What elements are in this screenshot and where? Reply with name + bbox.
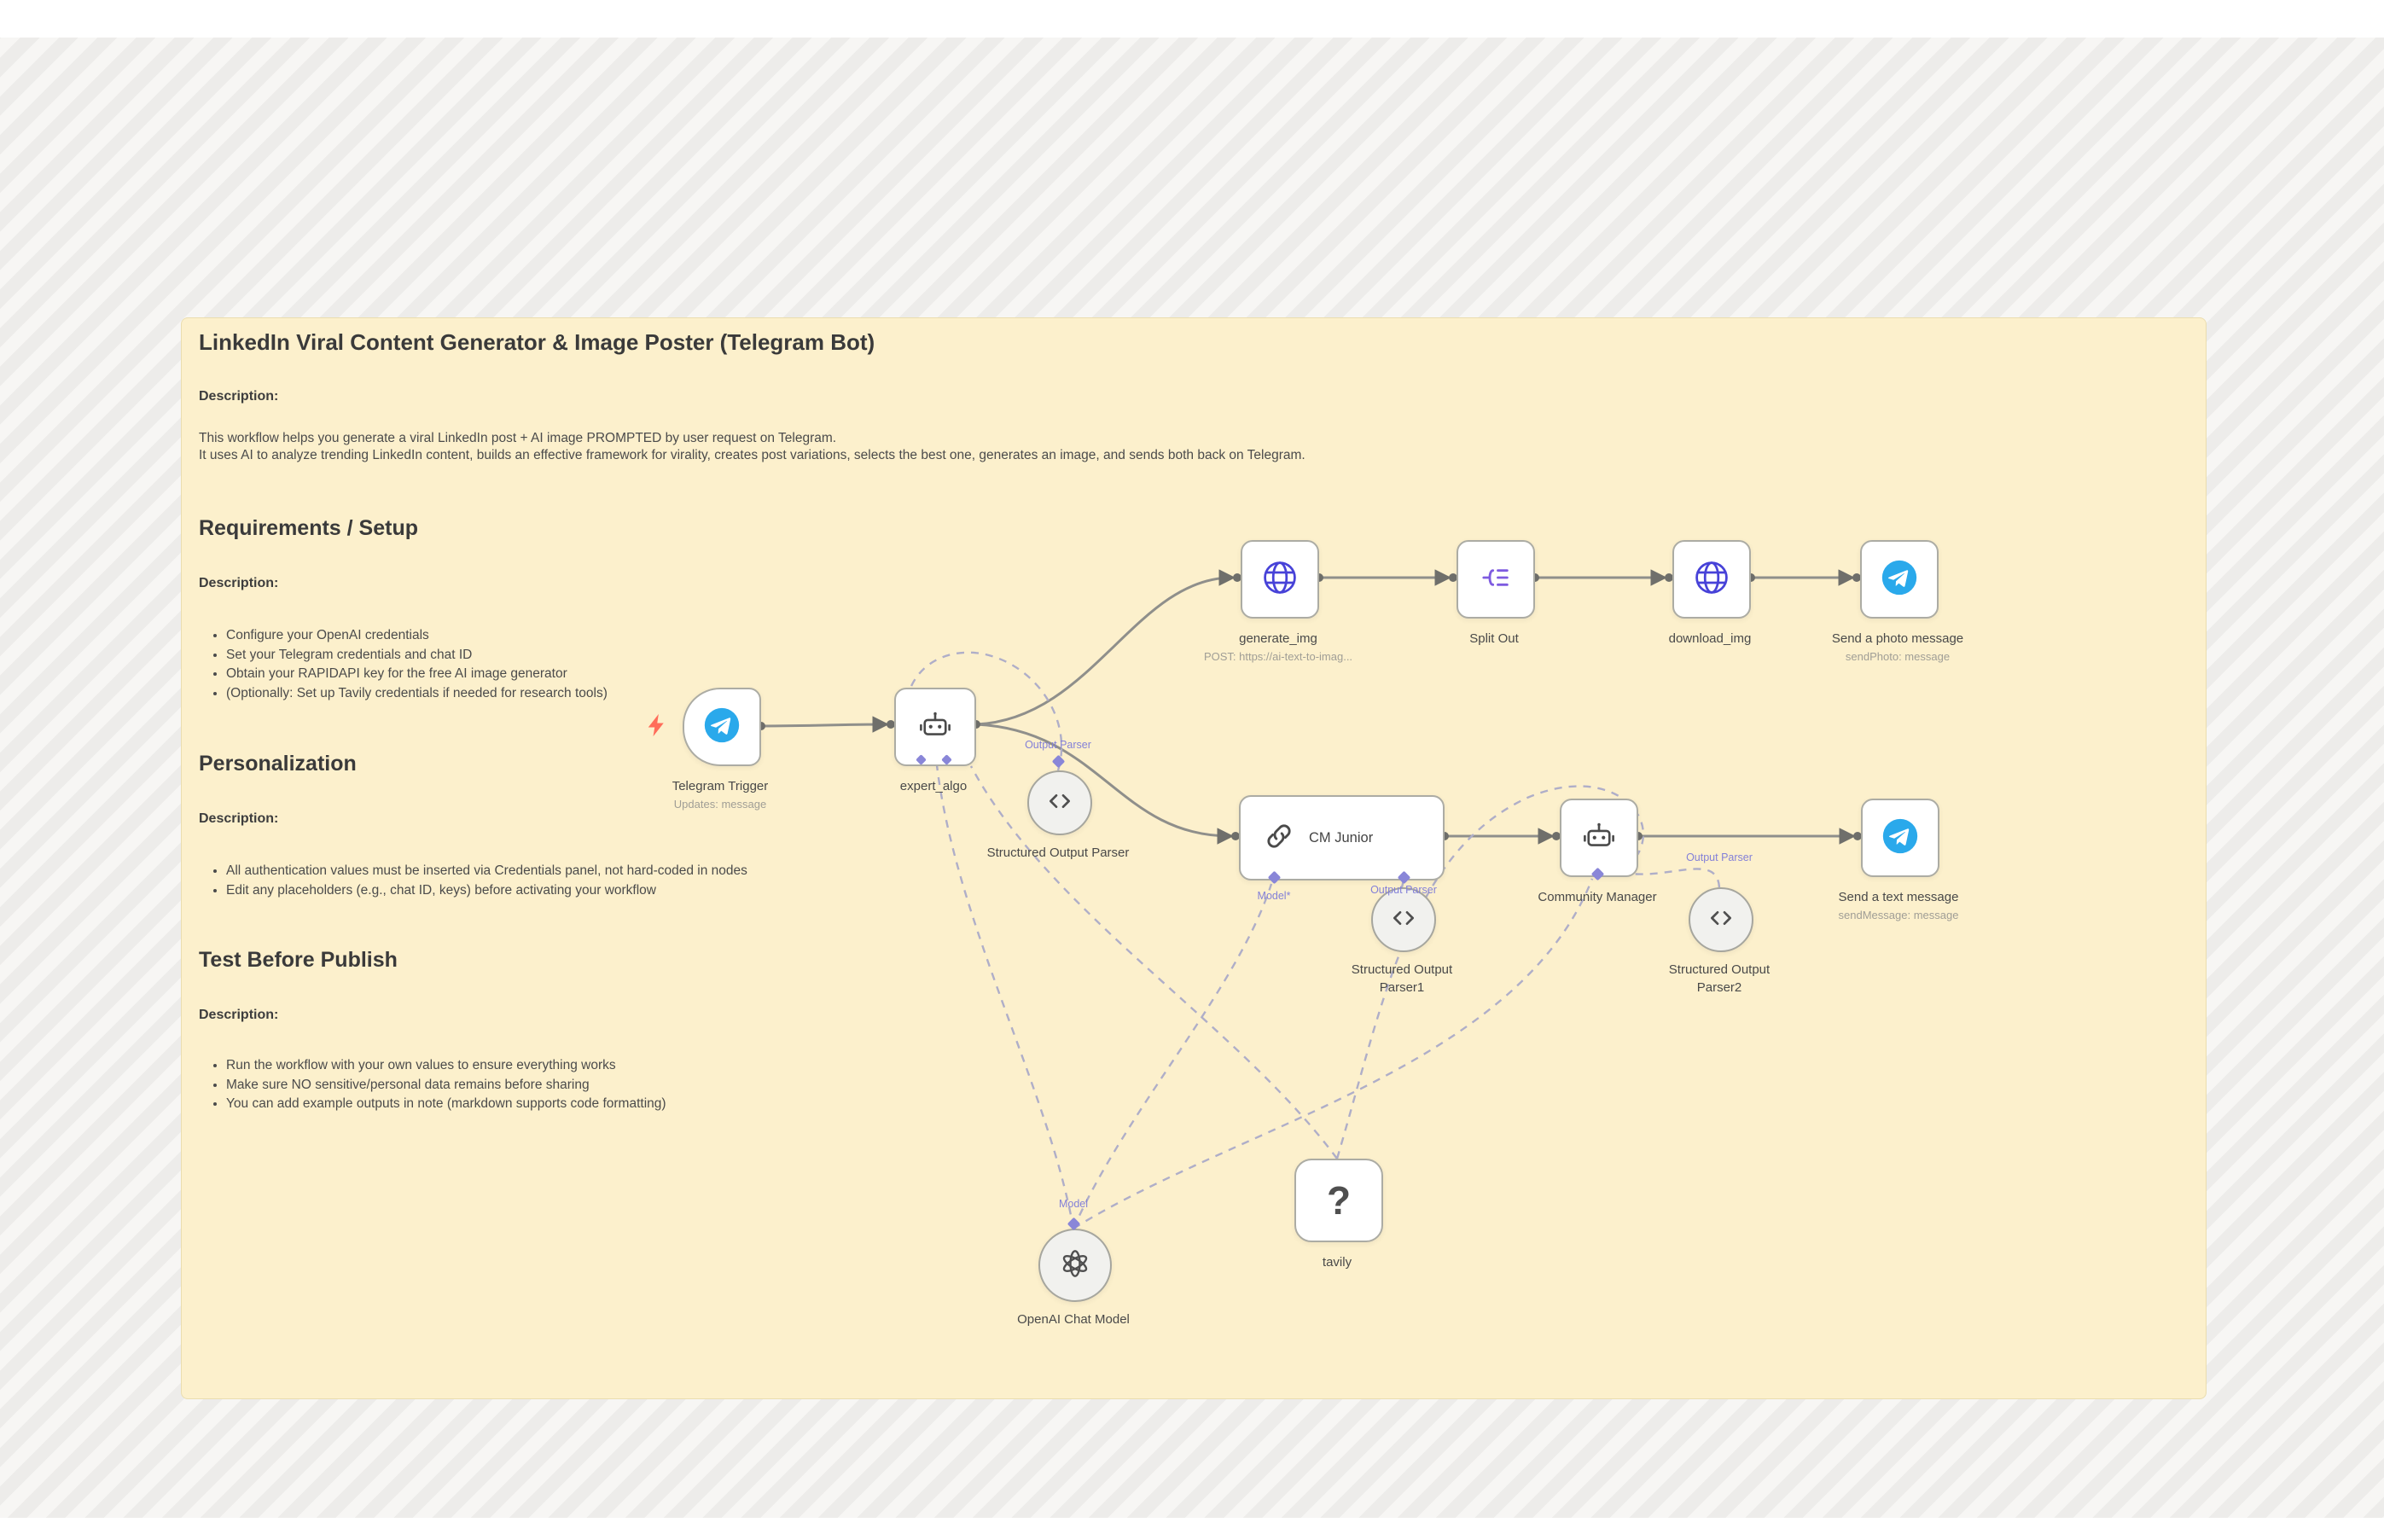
node-expert-algo[interactable]: expert_algo	[894, 688, 976, 795]
node-label: Send a photo message	[1831, 631, 1964, 646]
bottom-margin	[0, 1518, 2384, 1540]
section-heading-test: Test Before Publish	[199, 948, 398, 972]
personalization-list: All authentication values must be insert…	[199, 862, 2172, 900]
node-label: generate_img	[1239, 631, 1317, 646]
globe-icon	[1693, 559, 1730, 601]
node-send-photo-message[interactable]: Send a photo message sendPhoto: message	[1832, 540, 1963, 663]
openai-icon	[1056, 1245, 1094, 1287]
node-label: Structured Output Parser	[986, 846, 1130, 860]
globe-icon	[1261, 559, 1299, 601]
requirements-list: Configure your OpenAI credentials Set yo…	[199, 626, 2172, 703]
list-item: You can add example outputs in note (mar…	[226, 1095, 2172, 1114]
connector-label-model-required: Model*	[1257, 890, 1291, 902]
connector-label-output-parser: Output Parser	[1686, 851, 1753, 863]
list-item: Run the workflow with your own values to…	[226, 1056, 2172, 1076]
code-brackets-icon	[1046, 787, 1073, 819]
lightning-bolt-icon	[644, 712, 670, 738]
connection-tavily-expert[interactable]	[969, 765, 1338, 1159]
telegram-icon	[1881, 817, 1919, 859]
node-structured-output-parser[interactable]: Structured Output Parser	[987, 770, 1129, 862]
node-label: CM Junior	[1309, 829, 1374, 846]
node-structured-output-parser1[interactable]: Structured Output Parser1	[1352, 887, 1452, 997]
list-item: Set your Telegram credentials and chat I…	[226, 646, 2172, 665]
intro-line: It uses AI to analyze trending LinkedIn …	[199, 448, 1305, 462]
node-sublabel: POST: https://ai-text-to-imag...	[1203, 650, 1353, 663]
connection-expert-cmjunior[interactable]	[975, 723, 1234, 845]
node-label: Send a text message	[1838, 890, 1959, 904]
list-item: Obtain your RAPIDAPI key for the free AI…	[226, 665, 2172, 684]
connector-label-model: Model	[1058, 1198, 1089, 1210]
node-sublabel: sendMessage: message	[1838, 909, 1959, 921]
description-label: Description:	[199, 1008, 279, 1022]
node-sublabel: Updates: message	[673, 798, 767, 811]
description-label: Description:	[199, 811, 279, 826]
connection-openai-expert[interactable]	[935, 764, 1075, 1229]
list-item: Edit any placeholders (e.g., chat ID, ke…	[226, 881, 2172, 901]
node-label: Community Manager	[1538, 890, 1657, 904]
top-margin	[0, 0, 2384, 38]
node-label: OpenAI Chat Model	[1017, 1312, 1130, 1327]
node-sublabel: sendPhoto: message	[1845, 650, 1951, 663]
question-mark-icon: ?	[1326, 1178, 1352, 1223]
node-community-manager[interactable]: Community Manager	[1538, 799, 1657, 906]
description-label: Description:	[199, 389, 279, 404]
list-item: Configure your OpenAI credentials	[226, 626, 2172, 646]
link-chain-icon	[1263, 820, 1295, 857]
list-item: Make sure NO sensitive/personal data rem…	[226, 1076, 2172, 1095]
node-send-text-message[interactable]: Send a text message sendMessage: message	[1839, 799, 1958, 921]
node-label: tavily	[1322, 1255, 1352, 1270]
list-item: (Optionally: Set up Tavily credentials i…	[226, 684, 2172, 704]
node-label: Structured Output Parser1	[1351, 962, 1453, 995]
node-generate-img[interactable]: generate_img POST: https://ai-text-to-im…	[1204, 540, 1352, 663]
split-out-icon	[1479, 561, 1513, 599]
sticky-title: LinkedIn Viral Content Generator & Image…	[199, 329, 875, 355]
test-list: Run the workflow with your own values to…	[199, 1056, 2172, 1114]
section-heading-requirements: Requirements / Setup	[199, 516, 418, 540]
code-brackets-icon	[1390, 904, 1417, 936]
node-label: Structured Output Parser2	[1668, 962, 1771, 995]
connection-expert-generate[interactable]	[975, 569, 1236, 726]
code-brackets-icon	[1707, 904, 1735, 936]
connection-parser2-community[interactable]	[1624, 868, 1721, 888]
node-label: download_img	[1668, 631, 1752, 646]
node-download-img[interactable]: download_img	[1669, 540, 1751, 648]
telegram-icon	[1881, 559, 1918, 601]
node-label: expert_algo	[899, 779, 968, 793]
bot-icon	[917, 707, 953, 747]
node-tavily[interactable]: ? tavily	[1294, 1159, 1383, 1271]
node-label: Telegram Trigger	[672, 779, 769, 793]
node-split-out[interactable]: Split Out	[1457, 540, 1535, 648]
intro-line: This workflow helps you generate a viral…	[199, 431, 837, 445]
connector-label-output-parser: Output Parser	[1370, 884, 1437, 896]
node-structured-output-parser2[interactable]: Structured Output Parser2	[1669, 887, 1770, 997]
connector-label-output-parser: Output Parser	[1025, 739, 1091, 751]
node-telegram-trigger[interactable]: Telegram Trigger Updates: message	[672, 688, 768, 811]
telegram-icon	[703, 706, 741, 748]
description-label: Description:	[199, 576, 279, 590]
section-heading-personalization: Personalization	[199, 752, 357, 776]
bot-icon	[1581, 818, 1617, 858]
node-cm-junior[interactable]: CM Junior	[1239, 795, 1445, 880]
connection-openai-cmjunior[interactable]	[1072, 883, 1273, 1229]
node-openai-chat-model[interactable]: OpenAI Chat Model	[1017, 1229, 1130, 1328]
connection-trigger-expert[interactable]	[760, 716, 889, 733]
list-item: All authentication values must be insert…	[226, 862, 2172, 881]
node-label: Split Out	[1469, 631, 1519, 646]
connection-endpoints	[757, 573, 1862, 840]
connection-tavily-community[interactable]	[1335, 785, 1645, 1159]
connection-openai-community[interactable]	[1073, 878, 1594, 1230]
